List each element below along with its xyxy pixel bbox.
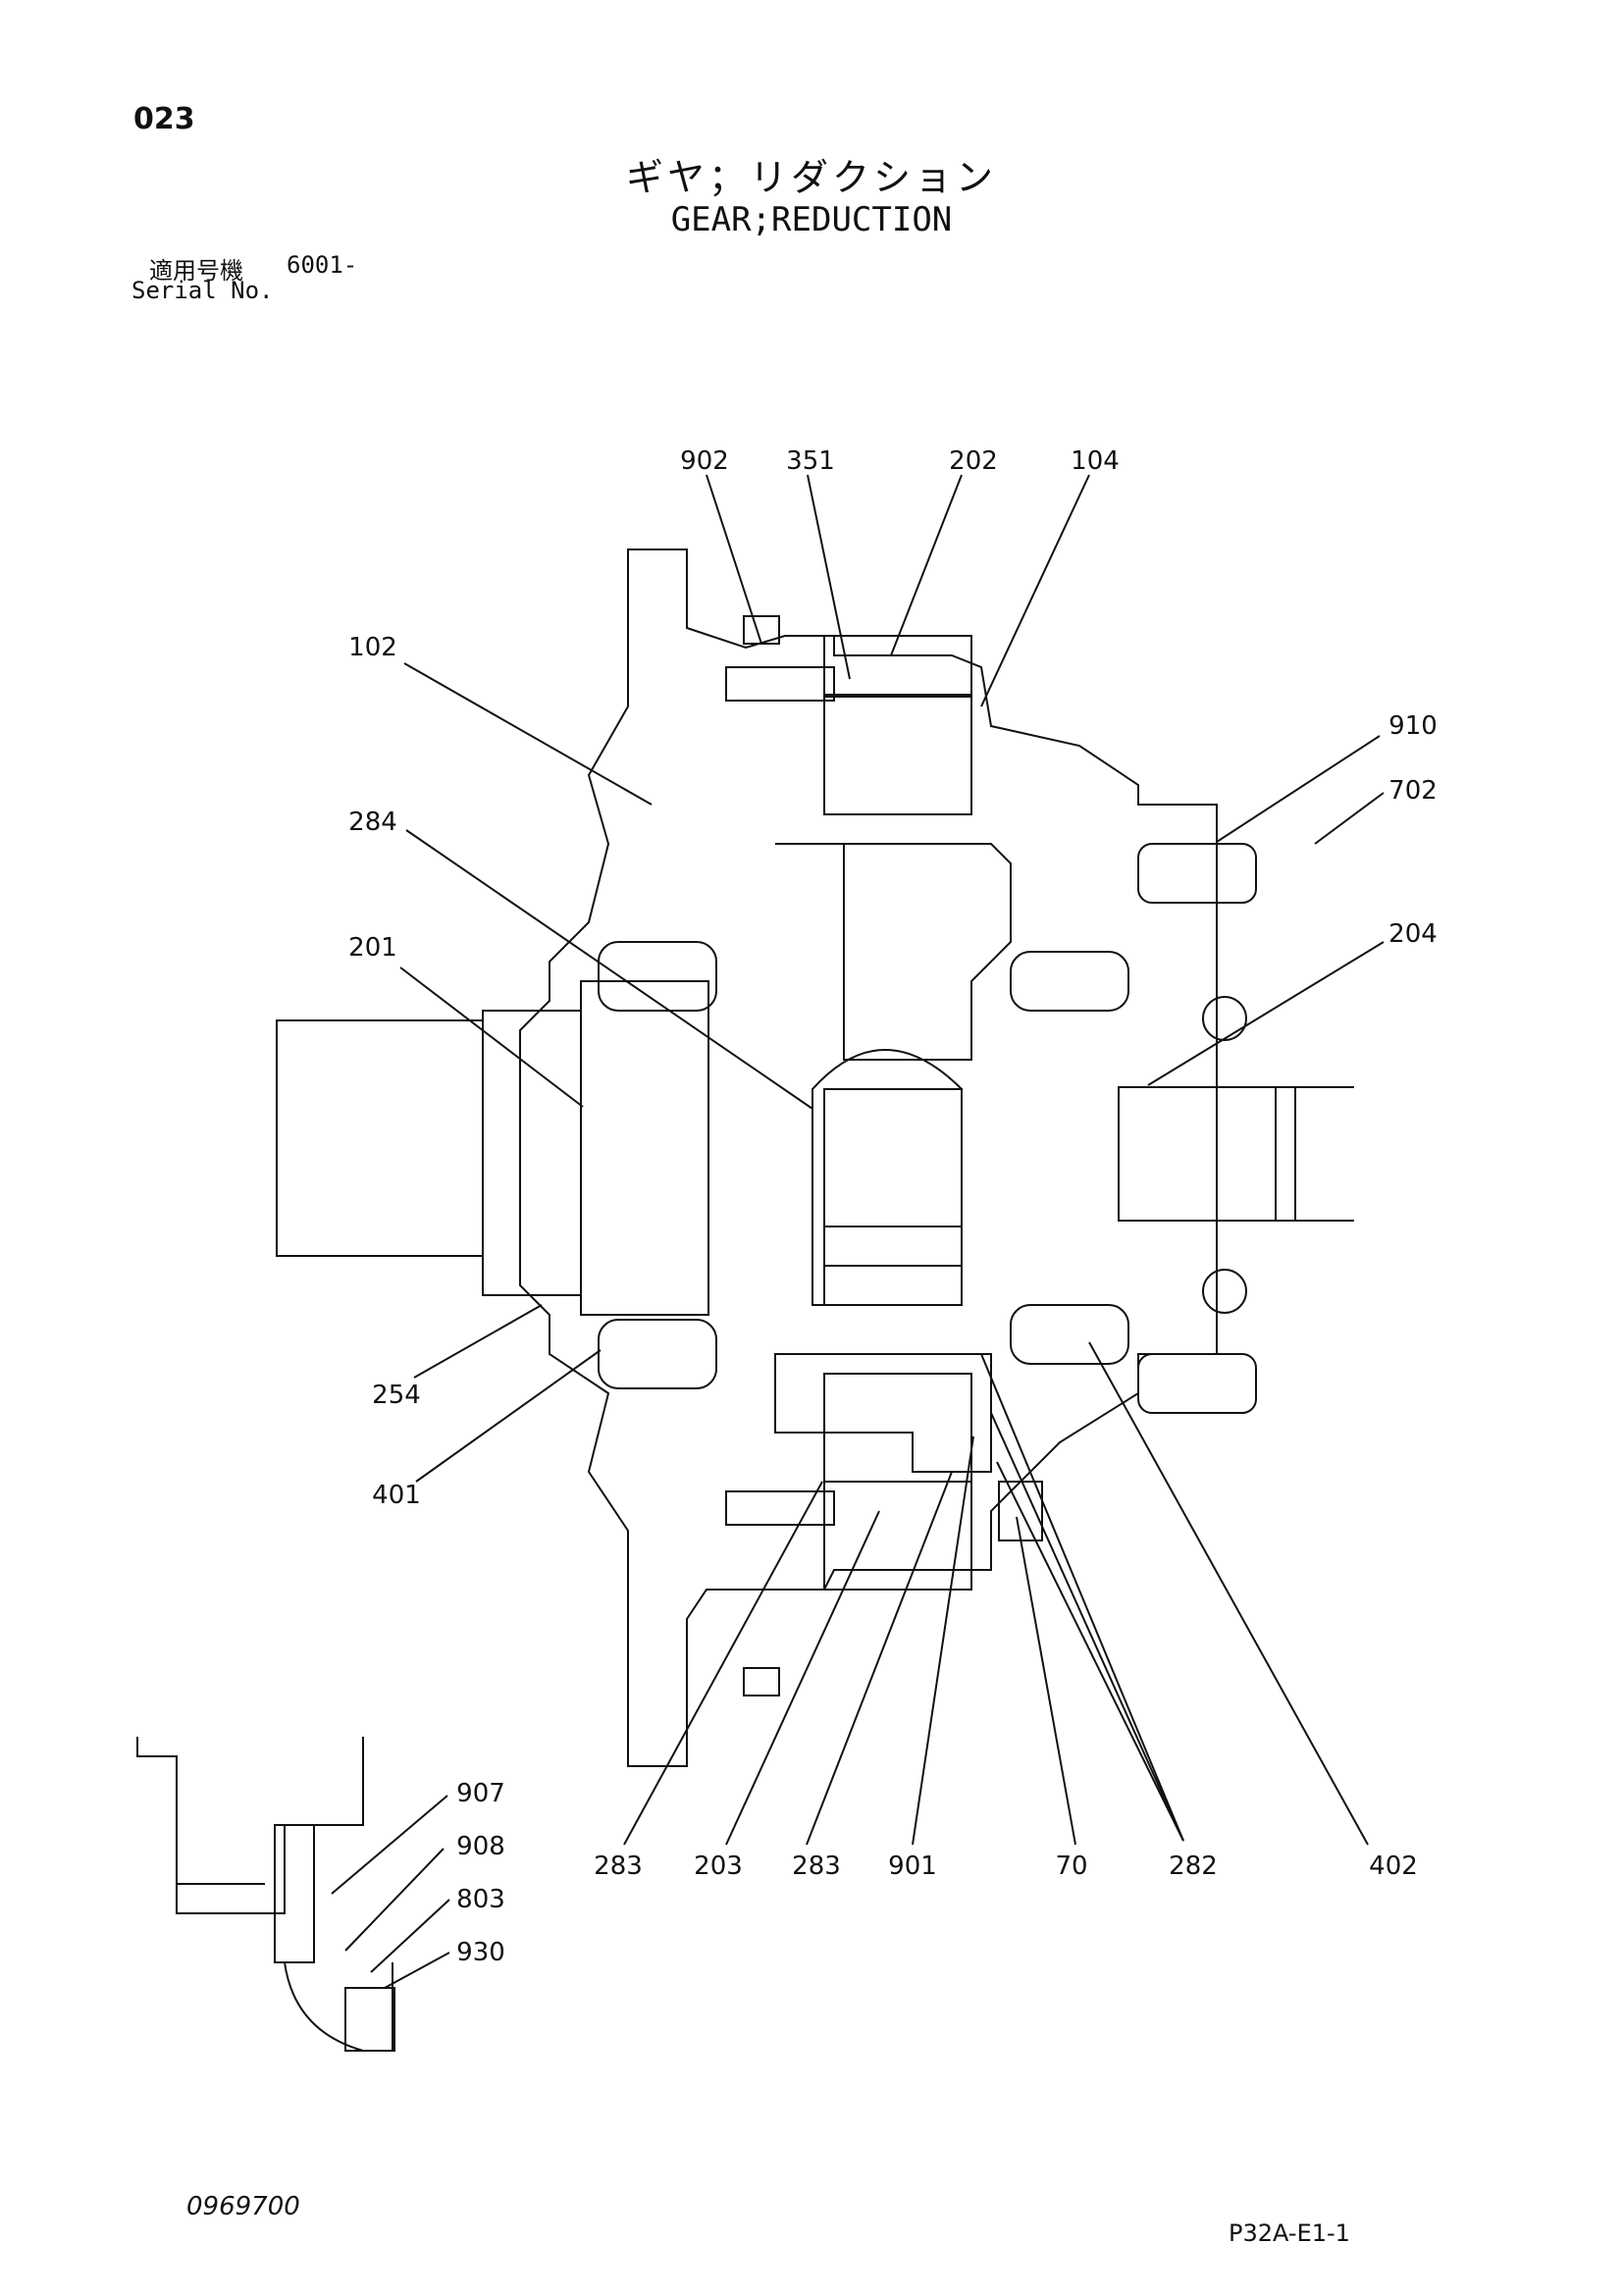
callout-702: 702 [1388,776,1438,806]
serial-label-english: Serial No. [131,277,274,304]
callout-104: 104 [1071,446,1120,476]
callout-70: 70 [1055,1852,1087,1881]
callout-908: 908 [456,1832,505,1861]
page-code: P32A-E1-1 [1229,2219,1350,2247]
callout-204: 204 [1388,919,1438,949]
assembly-outline [136,548,1354,2052]
callout-102: 102 [348,633,397,662]
callout-901: 901 [888,1852,937,1881]
callout-910: 910 [1388,711,1438,741]
page-number: 023 [133,102,195,136]
callout-283-right: 283 [792,1852,841,1881]
callout-907: 907 [456,1779,505,1808]
callout-930: 930 [456,1938,505,1967]
callout-803: 803 [456,1885,505,1914]
callout-202: 202 [949,446,998,476]
title-japanese: ギヤ；リダクション [625,156,997,199]
document-number: 0969700 [186,2192,300,2221]
title-english: GEAR;REDUCTION [670,200,953,239]
callout-203: 203 [694,1852,743,1881]
callout-282: 282 [1169,1852,1218,1881]
callout-284: 284 [348,808,397,837]
leader-lines [331,474,1385,1989]
callout-283-left: 283 [594,1852,643,1881]
callout-351: 351 [786,446,835,476]
serial-number-value: 6001- [287,251,358,279]
callout-402: 402 [1369,1852,1418,1881]
callout-902: 902 [680,446,729,476]
callout-254: 254 [372,1381,421,1410]
callout-201: 201 [348,933,397,963]
serial-label-japanese: 適用号機 [149,257,243,285]
callout-401: 401 [372,1481,421,1510]
